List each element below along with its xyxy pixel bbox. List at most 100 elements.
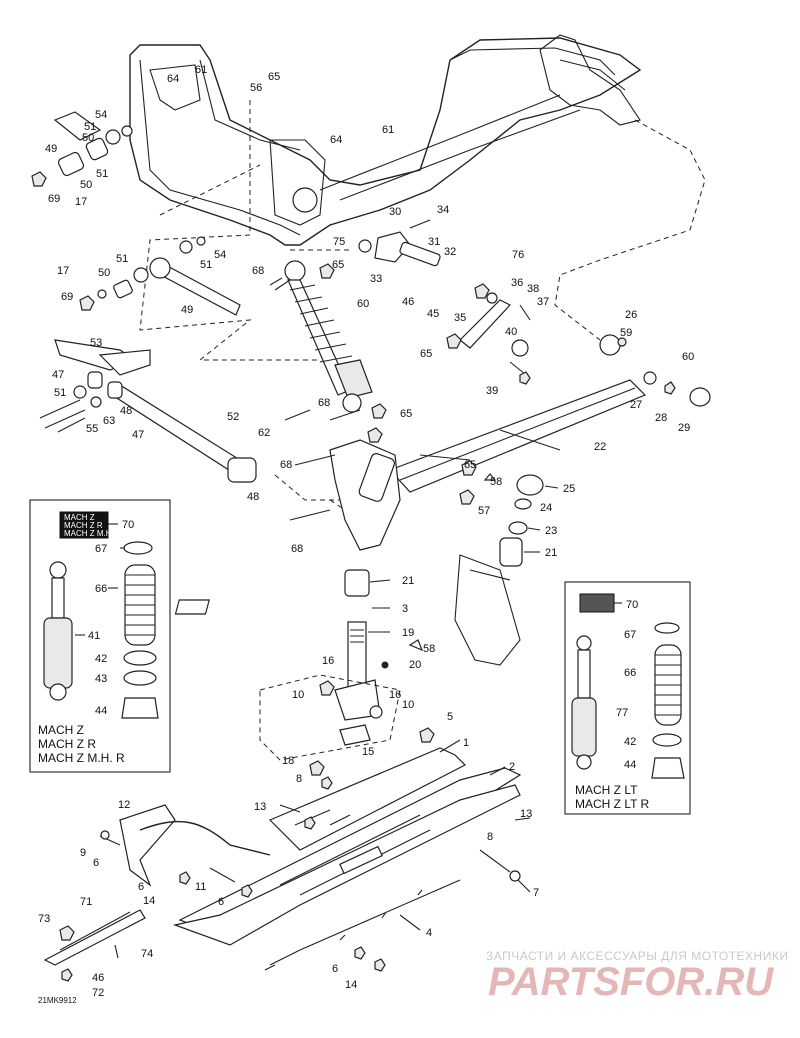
callout-58b: 58: [423, 643, 435, 655]
callout-44: 44: [95, 705, 107, 717]
callout-18: 18: [282, 755, 294, 767]
callout-5: 5: [447, 711, 453, 723]
callout-26: 26: [625, 309, 637, 321]
callout-56: 56: [250, 82, 262, 94]
callout-49b: 49: [181, 304, 193, 316]
ski-assembly: [99, 727, 531, 972]
callout-6d: 6: [332, 963, 338, 975]
callout-9: 9: [80, 847, 86, 859]
callout-50b: 50: [80, 179, 92, 191]
callout-13: 13: [254, 801, 266, 813]
callout-48: 48: [120, 405, 132, 417]
upper-arm-assembly: [31, 111, 241, 316]
callout-16: 16: [322, 655, 334, 667]
decal-line-2: MACH Z R: [64, 521, 103, 530]
callout-51: 51: [84, 121, 96, 133]
callout-13b: 13: [520, 808, 532, 820]
callout-46b: 46: [92, 972, 104, 984]
callouts: 61 64 65 56 54 51 50 49 51 50 69 17 61 6…: [38, 64, 694, 999]
callout-50: 50: [82, 132, 94, 144]
callout-66b: 66: [624, 667, 636, 679]
callout-45: 45: [427, 308, 439, 320]
callout-8b: 8: [487, 831, 493, 843]
callout-30: 30: [389, 206, 401, 218]
callout-20: 20: [409, 659, 421, 671]
callout-66: 66: [95, 583, 107, 595]
callout-54b: 54: [214, 249, 226, 261]
callout-11: 11: [195, 881, 206, 893]
callout-61b: 61: [382, 124, 394, 136]
callout-14b: 14: [345, 979, 357, 991]
callout-64b: 64: [330, 134, 342, 146]
callout-64: 64: [167, 73, 179, 85]
right-inset: MACH Z LT MACH Z LT R: [564, 581, 691, 815]
callout-70: 70: [122, 519, 134, 531]
ski-leg: [174, 569, 424, 761]
callout-51d: 51: [200, 259, 212, 271]
callout-6: 6: [93, 857, 99, 869]
callout-42b: 42: [624, 736, 636, 748]
left-inset: MACH Z MACH Z R MACH Z M.H.R MACH Z MACH…: [29, 499, 171, 773]
chassis-frame: [129, 34, 642, 246]
callout-65d: 65: [400, 408, 412, 420]
callout-28: 28: [655, 412, 667, 424]
decal-line-1: MACH Z: [64, 513, 95, 522]
callout-70b: 70: [626, 599, 638, 611]
callout-61: 61: [195, 64, 207, 76]
callout-69: 69: [48, 193, 60, 205]
callout-52: 52: [227, 411, 239, 423]
decal-line-3: MACH Z M.H.R: [64, 529, 120, 538]
callout-59: 59: [620, 327, 632, 339]
callout-39: 39: [486, 385, 498, 397]
callout-21b: 21: [402, 575, 414, 587]
callout-36: 36: [511, 277, 523, 289]
callout-10: 10: [292, 689, 304, 701]
callout-65e: 65: [464, 459, 476, 471]
diagram-code: 21MK9912: [38, 996, 77, 1005]
callout-65: 65: [268, 71, 280, 83]
callout-46: 46: [402, 296, 414, 308]
callout-49: 49: [45, 143, 57, 155]
leader-lines: [368, 429, 561, 931]
callout-35: 35: [454, 312, 466, 324]
callout-23: 23: [545, 525, 557, 537]
callout-60: 60: [357, 298, 369, 310]
callout-73: 73: [38, 913, 50, 925]
callout-51c: 51: [116, 253, 128, 265]
steering-links: [358, 219, 531, 385]
right-inset-model-1: MACH Z LT: [575, 783, 638, 797]
callout-15: 15: [362, 746, 374, 758]
ski-guard: [43, 909, 146, 982]
callout-55: 55: [86, 423, 98, 435]
callout-38: 38: [527, 283, 539, 295]
callout-2: 2: [509, 761, 515, 773]
callout-7: 7: [533, 887, 539, 899]
callout-43: 43: [95, 673, 107, 685]
lower-arm-assembly: [39, 339, 257, 483]
callout-8: 8: [296, 773, 302, 785]
callout-37: 37: [537, 296, 549, 308]
left-inset-model-1: MACH Z: [38, 723, 84, 737]
callout-25: 25: [563, 483, 575, 495]
callout-3: 3: [402, 603, 408, 615]
callout-65c: 65: [332, 259, 344, 271]
callout-12: 12: [118, 799, 130, 811]
callout-4: 4: [426, 927, 432, 939]
callout-54: 54: [95, 109, 107, 121]
shock-absorber: [269, 260, 387, 421]
callout-62: 62: [258, 427, 270, 439]
callout-27: 27: [630, 399, 642, 411]
callout-1: 1: [463, 737, 469, 749]
callout-47b: 47: [132, 429, 144, 441]
callout-77: 77: [616, 707, 628, 719]
callout-51e: 51: [54, 387, 66, 399]
callout-29: 29: [678, 422, 690, 434]
callout-60b: 60: [682, 351, 694, 363]
right-inset-model-2: MACH Z LT R: [575, 797, 650, 811]
callout-41: 41: [88, 630, 100, 642]
callout-40: 40: [505, 326, 517, 338]
callout-72: 72: [92, 987, 104, 999]
callout-71: 71: [80, 896, 92, 908]
callout-68: 68: [252, 265, 264, 277]
callout-17: 17: [75, 196, 87, 208]
